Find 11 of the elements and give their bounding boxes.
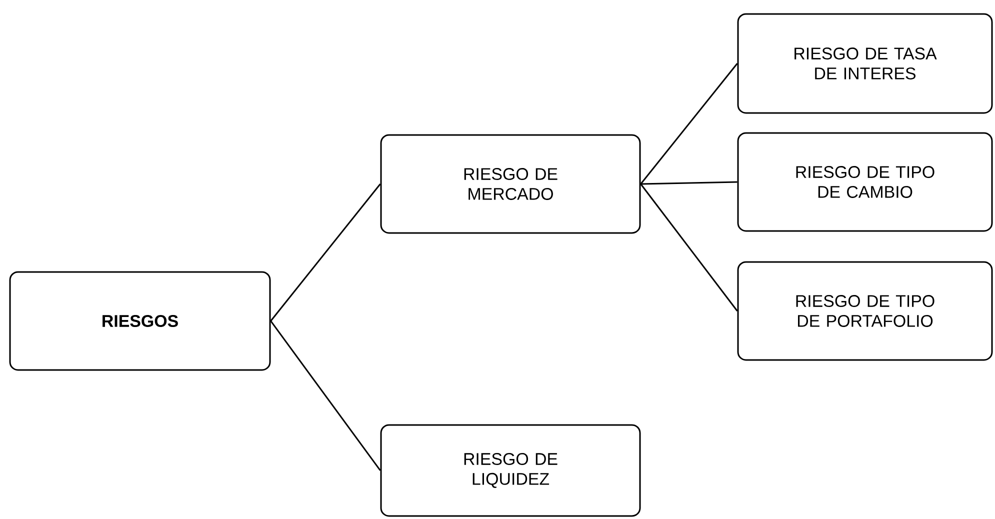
box: RIESGO DE TIPO DE CAMBIO xyxy=(737,132,993,232)
box: RIESGO DE LIQUIDEZ xyxy=(380,424,641,517)
connector-line xyxy=(640,184,738,312)
box: RIESGO DE TIPO DE PORTAFOLIO xyxy=(737,261,993,361)
box: RIESGOS xyxy=(9,271,271,371)
box: RIESGO DE TASA DE INTERES xyxy=(737,13,993,114)
connector-line xyxy=(640,63,738,184)
connector-line xyxy=(270,184,381,322)
box: RIESGO DE MERCADO xyxy=(380,134,641,234)
connector-line xyxy=(640,181,738,185)
connector-line xyxy=(270,320,381,471)
